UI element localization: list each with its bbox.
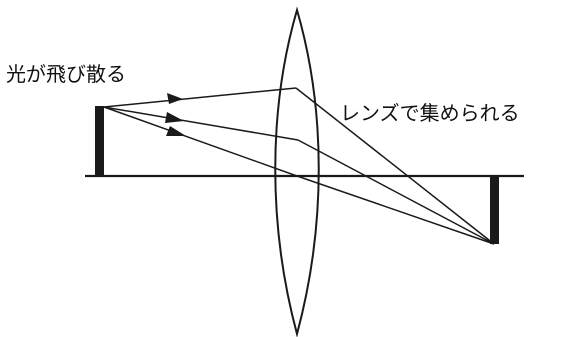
scatter-label: 光が飛び散る — [6, 62, 126, 86]
image-bar — [490, 176, 499, 244]
ray-middle — [103, 106, 299, 141]
arrowhead-lower — [166, 126, 186, 136]
ray-lower — [103, 106, 298, 177]
arrowhead-upper — [167, 93, 183, 104]
refracted-ray-middle — [297, 139, 495, 245]
ray-upper — [103, 87, 297, 108]
focus-label: レンズで集められる — [340, 101, 520, 125]
object-bar — [95, 106, 104, 176]
refracted-ray-upper — [295, 87, 495, 245]
convex-lens — [274, 6, 320, 337]
refracted-ray-lower — [296, 175, 495, 245]
arrowhead-middle — [165, 112, 184, 123]
